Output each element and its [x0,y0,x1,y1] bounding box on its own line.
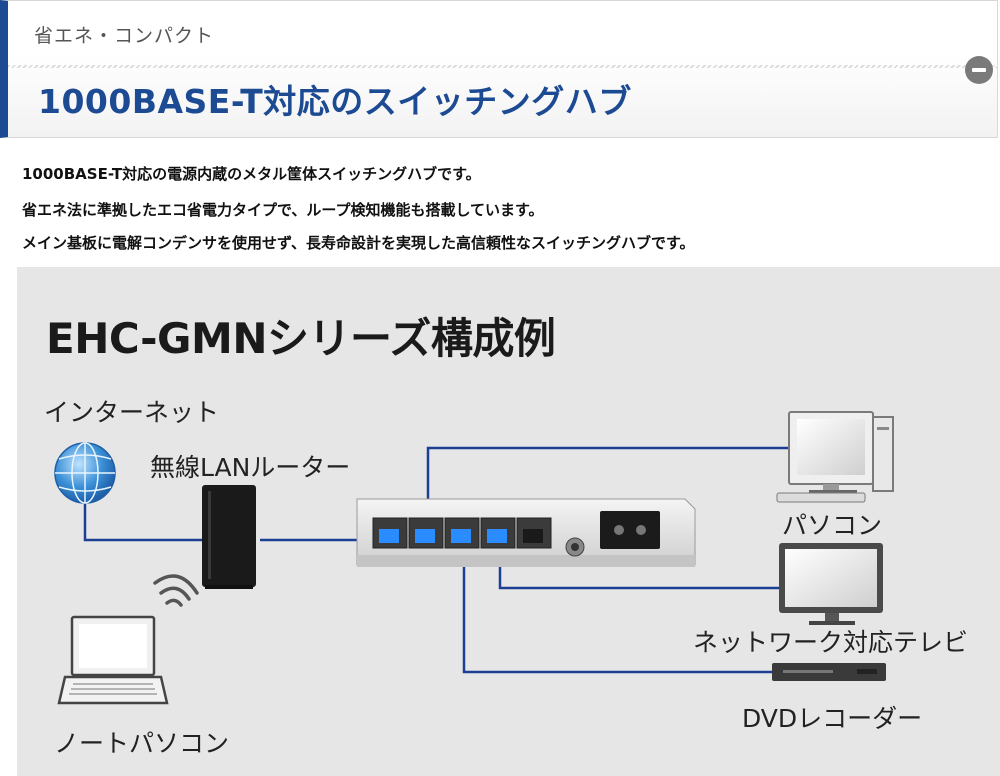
collapse-icon[interactable] [965,56,993,84]
dvd-label: DVDレコーダー [742,704,923,733]
dvd-recorder-icon [772,663,886,681]
pc-label: パソコン [782,511,883,540]
switch-ports [372,517,552,549]
description-line-2: 省エネ法に準拠したエコ省電力タイプで、ループ検知機能も搭載しています。 [22,201,544,219]
laptop-icon [57,615,169,705]
page-title: 1000BASE-T対応のスイッチングハブ [38,82,632,121]
cable-internet-router [83,500,207,542]
diagram-drawing [54,411,894,705]
switch-icon [356,498,696,567]
wifi-icon [153,574,199,607]
tv-icon [779,543,883,625]
internet-label: インターネット [44,398,220,427]
section-subtitle: 省エネ・コンパクト [34,25,215,47]
configuration-diagram: EHC-GMNシリーズ構成例 インターネット 無線LANルーター パソコン ネッ… [17,267,1000,776]
diagram-title: EHC-GMNシリーズ構成例 [46,314,556,363]
router-label: 無線LANルーター [150,453,351,482]
description-line-1: 1000BASE-T対応の電源内蔵のメタル筐体スイッチングハブです。 [22,165,481,183]
section-header: 省エネ・コンパクト 1000BASE-T対応のスイッチングハブ [0,0,998,138]
cable-switch-dvd [462,535,772,674]
tv-label: ネットワーク対応テレビ [693,628,969,657]
laptop-label: ノートパソコン [54,729,230,758]
globe-icon [54,442,116,504]
description-line-3: メイン基板に電解コンデンサを使用せず、長寿命設計を実現した高信頼性なスイッチング… [22,234,695,252]
router-icon [202,485,256,589]
header-divider [8,65,998,68]
pc-icon [776,411,894,503]
